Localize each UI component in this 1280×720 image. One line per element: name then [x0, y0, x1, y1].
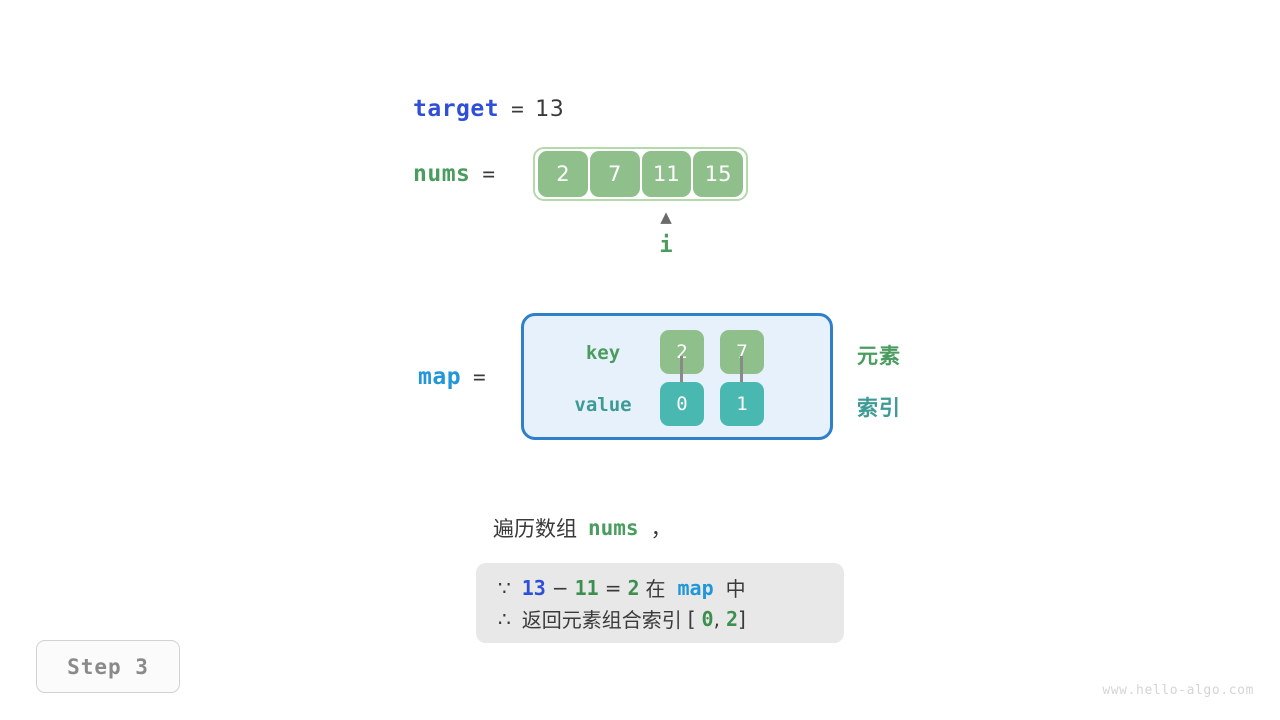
annotation-index: 索引 [857, 396, 901, 420]
map-equals-sign: = [473, 365, 487, 389]
reason-result: 2 [627, 575, 640, 600]
therefore-symbol: ∴ [498, 606, 511, 631]
caption-suffix: ， [650, 517, 672, 541]
bracket-close: ] [738, 606, 746, 631]
result-index-1: 2 [725, 606, 738, 631]
target-value: 13 [535, 96, 565, 122]
map-key-label: key [585, 342, 621, 364]
map-value-label: value [574, 394, 632, 416]
pointer-label: i [659, 233, 673, 258]
map-box: key value 2 0 7 1 [521, 313, 833, 440]
reason-equals-sign: = [604, 575, 622, 600]
caption-prefix: 遍历数组 [493, 517, 577, 541]
result-index-0: 0 [701, 606, 714, 631]
target-row: target = 13 [413, 92, 564, 126]
caption-variable: nums [588, 516, 639, 540]
result-separator: , [713, 606, 720, 631]
reason-line-1: ∵ 13 − 11 = 2 在 map 中 [498, 572, 822, 603]
watermark: www.hello-algo.com [1102, 683, 1254, 698]
step-badge: Step 3 [36, 640, 180, 693]
reason-middle-text: 在 [645, 577, 666, 601]
reason-map-reference: map [677, 575, 714, 600]
array-cell: 11 [641, 151, 692, 197]
reason-tail-text: 中 [725, 577, 746, 601]
bracket-open: [ [687, 606, 696, 631]
nums-array: 2 7 11 15 [533, 147, 748, 201]
reason-line-2: ∴ 返回元素组合索引 [ 0 , 2 ] [498, 603, 822, 634]
reason-conclusion-text: 返回元素组合索引 [521, 608, 682, 632]
nums-equals-sign: = [482, 162, 496, 186]
map-row: map = [418, 362, 497, 392]
pointer-caret-icon: ▲ [660, 208, 672, 226]
nums-row: nums = [413, 159, 507, 189]
reason-box: ∵ 13 − 11 = 2 在 map 中 ∴ 返回元素组合索引 [ 0 , 2… [476, 563, 844, 643]
caption-line: 遍历数组 nums ， [493, 513, 672, 543]
array-cell: 2 [538, 151, 588, 197]
because-symbol: ∵ [498, 575, 511, 600]
map-variable-label: map [418, 364, 462, 390]
reason-minus-sign: − [551, 575, 569, 600]
map-value-cell: 0 [660, 382, 704, 426]
map-value-cell: 1 [720, 382, 764, 426]
reason-operand-b: 11 [574, 575, 599, 600]
target-equals-sign: = [511, 97, 525, 121]
array-cell: 7 [589, 151, 640, 197]
annotation-element: 元素 [857, 344, 901, 368]
array-cell: 15 [693, 151, 743, 197]
reason-operand-a: 13 [521, 575, 546, 600]
nums-variable-label: nums [413, 161, 471, 187]
target-variable-label: target [413, 96, 500, 122]
